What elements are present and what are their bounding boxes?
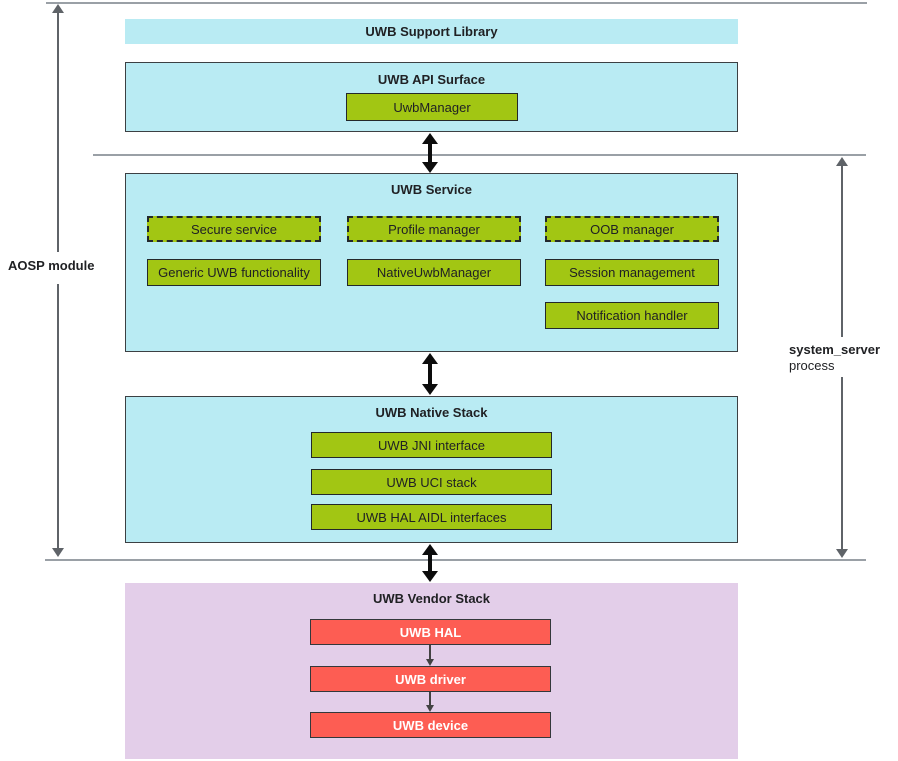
native-vendor-double-arrow	[422, 544, 438, 582]
aosp-span-line-lower	[57, 284, 59, 548]
secure-service-chip: Secure service	[147, 216, 321, 242]
uwb-hal-chip: UWB HAL	[310, 619, 551, 645]
system-server-boundary-line	[93, 154, 866, 156]
uwb-vendor-stack-title: UWB Vendor Stack	[372, 591, 491, 606]
uwb-vendor-stack-box: UWB Vendor Stack UWB HAL UWB driver UWB …	[125, 583, 738, 759]
uwb-device-chip: UWB device	[310, 712, 551, 738]
uwb-support-library-title: UWB Support Library	[365, 24, 498, 39]
uwb-native-stack-title: UWB Native Stack	[375, 405, 488, 420]
uwb-api-surface-title: UWB API Surface	[377, 72, 486, 87]
uwb-native-stack-box: UWB Native Stack UWB JNI interface UWB U…	[125, 396, 738, 543]
uwb-driver-chip: UWB driver	[310, 666, 551, 692]
aosp-span-arrowhead-down	[52, 548, 64, 557]
system-server-span-arrowhead-up	[836, 157, 848, 166]
aosp-span-line-upper	[57, 12, 59, 252]
uwb-jni-interface-chip: UWB JNI interface	[311, 432, 552, 458]
uwb-uci-stack-chip: UWB UCI stack	[311, 469, 552, 495]
top-boundary-line	[46, 2, 867, 4]
system-server-span-line-upper	[841, 165, 843, 337]
service-native-double-arrow	[422, 353, 438, 395]
process-label: process	[789, 358, 835, 373]
profile-manager-chip: Profile manager	[347, 216, 521, 242]
uwb-service-box: UWB Service Secure service Profile manag…	[125, 173, 738, 352]
hal-driver-arrow	[425, 645, 435, 666]
native-uwb-manager-chip: NativeUwbManager	[347, 259, 521, 286]
aosp-module-label: AOSP module	[8, 258, 95, 273]
bottom-boundary-line	[45, 559, 866, 561]
system-server-span-line-lower	[841, 377, 843, 549]
uwb-support-library-box: UWB Support Library	[125, 19, 738, 44]
aosp-span-arrowhead-up	[52, 4, 64, 13]
uwb-api-surface-box: UWB API Surface UwbManager	[125, 62, 738, 132]
system-server-label: system_server	[789, 342, 881, 357]
api-service-double-arrow	[422, 133, 438, 173]
uwb-manager-chip: UwbManager	[346, 93, 518, 121]
driver-device-arrow	[425, 692, 435, 712]
notification-handler-chip: Notification handler	[545, 302, 719, 329]
generic-uwb-functionality-chip: Generic UWB functionality	[147, 259, 321, 286]
uwb-service-title: UWB Service	[391, 182, 472, 197]
system-server-span-arrowhead-down	[836, 549, 848, 558]
oob-manager-chip: OOB manager	[545, 216, 719, 242]
session-management-chip: Session management	[545, 259, 719, 286]
uwb-hal-aidl-interfaces-chip: UWB HAL AIDL interfaces	[311, 504, 552, 530]
